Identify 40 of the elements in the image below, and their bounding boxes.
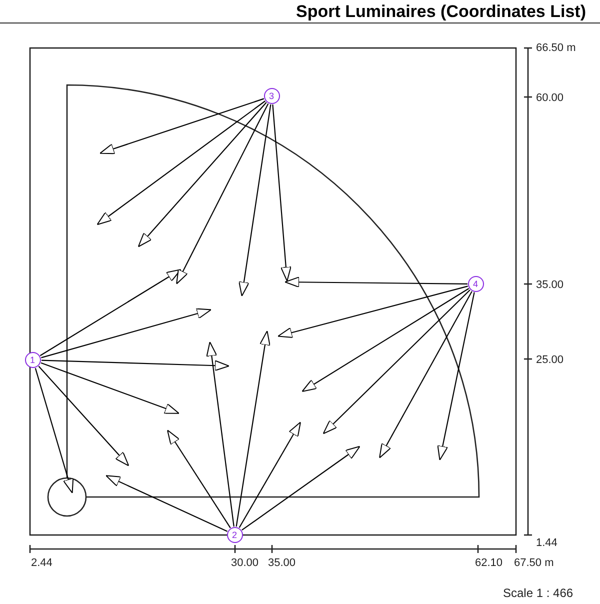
aiming-arrow xyxy=(38,366,130,466)
luminaire-marker: 1 xyxy=(24,352,40,368)
aiming-arrow xyxy=(34,368,74,494)
dimension-value: 66.50 m xyxy=(536,42,576,54)
aiming-arrow xyxy=(302,288,470,392)
dimension-value: 35.00 xyxy=(268,557,296,569)
aiming-arrow xyxy=(96,100,266,226)
aiming-arrow xyxy=(166,430,231,528)
luminaire-marker: 2 xyxy=(226,526,242,542)
dimension-value: 35.00 xyxy=(536,279,564,291)
dimension-value: 60.00 xyxy=(536,92,564,104)
aiming-arrow xyxy=(40,268,182,356)
aiming-arrow xyxy=(379,291,472,458)
aiming-arrow xyxy=(106,475,228,532)
aiming-arrow xyxy=(176,103,269,284)
aiming-arrow xyxy=(238,422,301,528)
dimension-value: 2.44 xyxy=(31,557,52,569)
aiming-arrow xyxy=(100,98,264,154)
dimension-value: 25.00 xyxy=(536,354,564,366)
aiming-arrow xyxy=(238,104,272,296)
aiming-arrow xyxy=(322,290,470,434)
aiming-arrow xyxy=(236,330,270,527)
aiming-arrow xyxy=(206,342,234,527)
dimension-value: 1.44 xyxy=(536,537,558,549)
scale-note: Scale 1 : 466 xyxy=(503,587,574,599)
dimension-value: 62.10 xyxy=(475,557,503,569)
aiming-arrow xyxy=(41,360,230,372)
dimension-value: 67.50 m xyxy=(514,557,554,569)
dimension-value: 30.00 xyxy=(231,557,259,569)
aiming-arrow xyxy=(138,102,267,248)
aiming-arrow xyxy=(278,286,468,338)
aiming-arrow xyxy=(40,362,180,414)
aiming-arrow xyxy=(272,104,292,282)
aiming-arrow xyxy=(284,276,468,288)
aiming-arrow xyxy=(437,292,475,460)
aiming-arrow xyxy=(41,308,212,358)
luminaire-marker: 4 xyxy=(468,276,484,292)
title: Sport Luminaires (Coordinates List) xyxy=(296,2,586,22)
aiming-arrow xyxy=(242,446,360,531)
luminaire-marker: 3 xyxy=(264,88,280,104)
